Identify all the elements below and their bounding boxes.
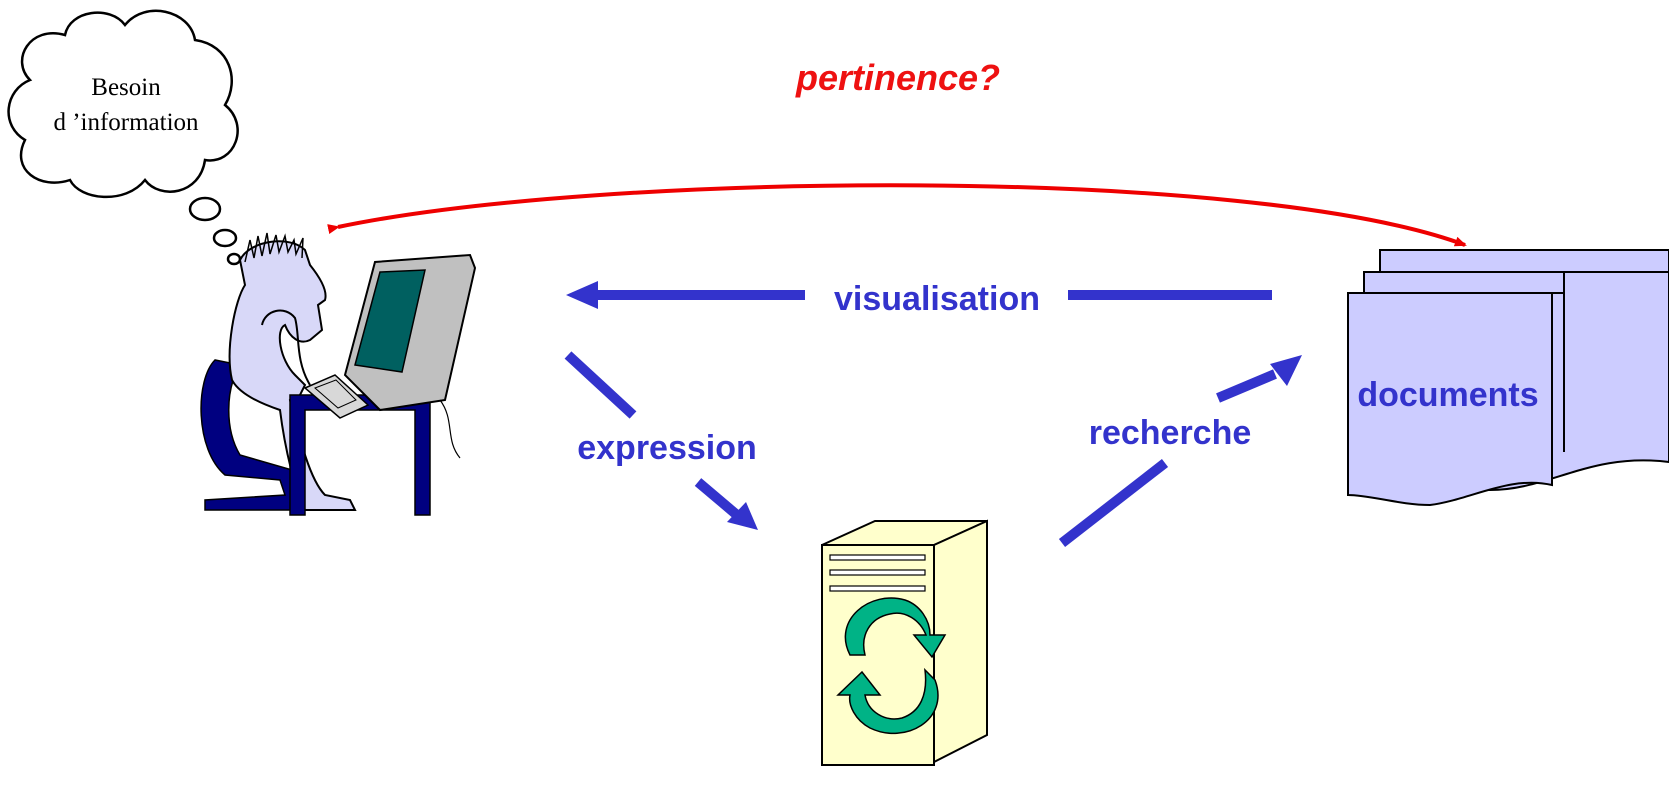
- visualisation-label: visualisation: [834, 280, 1040, 318]
- thought-bubble-line1: Besoin: [91, 74, 161, 101]
- expression-label: expression: [577, 429, 757, 467]
- thought-bubble-icon: Besoin d ’information: [7, 9, 242, 266]
- server-icon: [821, 519, 988, 766]
- expression-arrow: [564, 351, 758, 530]
- recherche-arrow: [1058, 355, 1302, 547]
- cycle-icon: [844, 597, 947, 659]
- user-at-computer-icon: [200, 232, 477, 516]
- recherche-label: recherche: [1089, 414, 1252, 452]
- documents-label: documents: [1357, 376, 1538, 414]
- pertinence-label: pertinence?: [795, 57, 1000, 98]
- relevance-feedback-arrow: [327, 183, 1467, 247]
- thought-bubble-line2: d ’information: [53, 109, 199, 136]
- visualisation-arrow: [566, 281, 1272, 309]
- documents-stack-icon: [1347, 249, 1669, 507]
